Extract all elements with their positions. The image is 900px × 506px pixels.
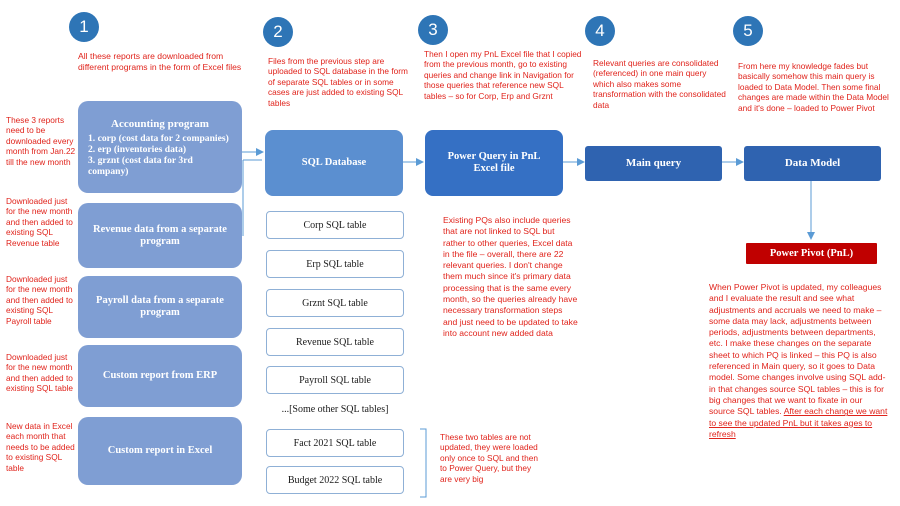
static-tables-bracket — [420, 428, 427, 498]
note-left-excel: New data in Excel each month that needs … — [6, 421, 75, 473]
note-step-1: All these reports are downloaded from di… — [78, 51, 242, 73]
source-payroll-label: Payroll data from a separate program — [96, 295, 224, 318]
sql-database-box: SQL Database — [265, 130, 403, 196]
power-pivot-label: Power Pivot (PnL) — [769, 248, 854, 259]
step-number-5: 5 — [733, 16, 763, 46]
source-revenue: Revenue data from a separate program — [78, 203, 242, 268]
source-revenue-label: Revenue data from a separate program — [93, 223, 227, 247]
sql-table-grznt: Grznt SQL table — [266, 289, 404, 317]
source-custom-excel-label: Custom report in Excel — [107, 445, 213, 456]
sql-database-label: SQL Database — [301, 157, 367, 168]
note-left-payroll: Downloaded just for the new month and th… — [6, 274, 73, 326]
accounting-item-grznt: 3. grznt (cost data for 3rd company) — [88, 154, 193, 177]
sql-table-corp: Corp SQL table — [266, 211, 404, 239]
step-number-2: 2 — [263, 17, 293, 47]
note-step-4: Relevant queries are consolidated (refer… — [593, 58, 726, 110]
accounting-item-erp: 2. erp (inventories data) — [88, 143, 187, 155]
source-accounting-program: Accounting program 1. corp (cost data fo… — [78, 101, 242, 193]
sql-table-payroll: Payroll SQL table — [266, 366, 404, 394]
power-query-box: Power Query in PnL Excel file — [425, 130, 563, 196]
source-custom-erp-label: Custom report from ERP — [102, 370, 218, 381]
other-sql-tables: ...[Some other SQL tables] — [281, 404, 389, 415]
note-power-pivot: When Power Pivot is updated, my colleagu… — [709, 282, 889, 440]
note-existing-pqs: Existing PQs also include queries that a… — [443, 215, 578, 338]
sql-table-fact-2021: Fact 2021 SQL table — [266, 429, 404, 457]
step-number-4: 4 — [585, 16, 615, 46]
step-number-3: 3 — [418, 15, 448, 45]
sql-table-erp: Erp SQL table — [266, 250, 404, 278]
main-query-label: Main query — [625, 157, 682, 169]
accounting-title: Accounting program — [111, 117, 209, 130]
power-query-label: Power Query in PnL Excel file — [447, 151, 541, 174]
note-left-erp: Downloaded just for the new month and th… — [6, 352, 74, 394]
note-left-accounting: These 3 reports need to be downloaded ev… — [6, 115, 76, 167]
sql-table-budget-2022: Budget 2022 SQL table — [266, 466, 404, 494]
data-model-box: Data Model — [744, 146, 881, 181]
note-left-revenue: Downloaded just for the new month and th… — [6, 196, 73, 248]
note-two-tables: These two tables are not updated, they w… — [440, 432, 538, 484]
accounting-item-corp: 1. corp (cost data for 2 companies) — [88, 132, 229, 144]
note-power-pivot-underlined: After each change we want to see the upd… — [709, 406, 888, 439]
source-custom-excel: Custom report in Excel — [78, 417, 242, 485]
main-query-box: Main query — [585, 146, 722, 181]
step-number-1: 1 — [69, 12, 99, 42]
source-payroll: Payroll data from a separate program — [78, 276, 242, 338]
source-custom-erp: Custom report from ERP — [78, 345, 242, 407]
note-step-2: Files from the previous step are uploade… — [268, 56, 408, 108]
data-model-label: Data Model — [784, 157, 841, 169]
note-step-3: Then I open my PnL Excel file that I cop… — [424, 49, 582, 101]
note-power-pivot-text: When Power Pivot is updated, my colleagu… — [709, 282, 886, 417]
sql-table-revenue: Revenue SQL table — [266, 328, 404, 356]
note-step-5: From here my knowledge fades but basical… — [738, 61, 889, 113]
power-pivot-box: Power Pivot (PnL) — [746, 243, 877, 264]
